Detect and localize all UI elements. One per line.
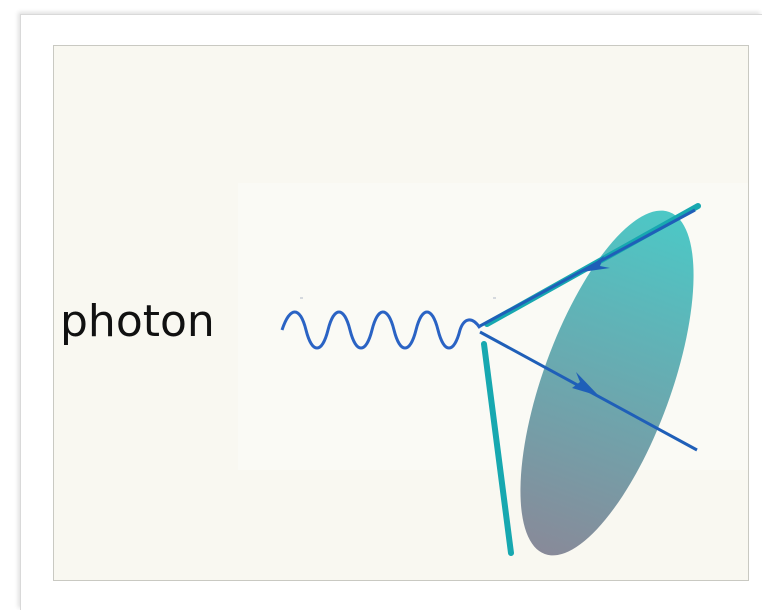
jet-ellipse xyxy=(520,210,694,556)
cone-edge-lower xyxy=(481,341,514,556)
photon-label: photon xyxy=(60,296,215,347)
arrow-head-lower xyxy=(572,372,599,396)
arrow-head-upper xyxy=(582,256,610,272)
photon-wave xyxy=(280,310,482,350)
